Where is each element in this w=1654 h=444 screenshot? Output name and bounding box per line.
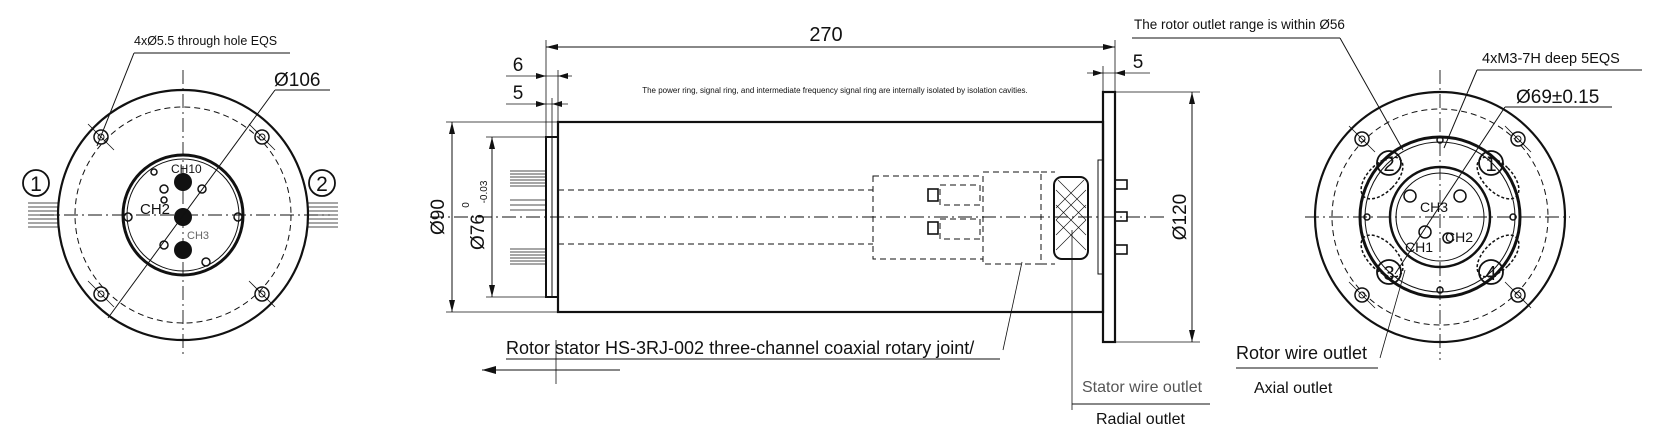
- right-port4-label: 4: [1485, 263, 1496, 285]
- left-diameter-label: Ø106: [274, 70, 320, 91]
- port1-label: 1: [30, 173, 42, 196]
- right-ch2-label: CH2: [1445, 229, 1473, 245]
- right-diameter-label: Ø69±0.15: [1516, 87, 1599, 108]
- right-bolt-circle: [1331, 108, 1549, 326]
- right-port-balloons: 2 1 3 4: [1376, 150, 1504, 285]
- right-outer-circle: [1313, 90, 1567, 344]
- knurl-pattern: [1055, 179, 1087, 251]
- stator-wires: [510, 170, 546, 265]
- port2-balloon: [308, 169, 336, 197]
- right-ch1-label: CH1: [1405, 239, 1433, 255]
- port2-label: 2: [316, 173, 328, 196]
- length-dimension: 270: [809, 24, 842, 46]
- radial-outlet-label: Radial outlet: [1096, 411, 1186, 428]
- internal-fittings: [927, 184, 981, 240]
- right-connectors: [1363, 136, 1517, 294]
- right-ch3-label: CH3: [1420, 199, 1448, 215]
- flange-left-dimension-b: 5: [513, 83, 524, 104]
- dia-76-label: Ø76: [468, 214, 489, 250]
- right-bolt-holes: [1348, 125, 1532, 309]
- rotor-outlet-label: Rotor wire outlet: [1236, 343, 1367, 363]
- isolation-note: The power ring, signal ring, and interme…: [642, 86, 1028, 95]
- outlet-range-note: The rotor outlet range is within Ø56: [1134, 17, 1345, 32]
- left-ch3-label: CH3: [187, 230, 209, 242]
- left-ch2-label: CH2: [140, 201, 170, 218]
- main-body: [556, 120, 1105, 314]
- right-port2-label: 2: [1383, 154, 1394, 176]
- dia-90-label: Ø90: [428, 199, 449, 235]
- side-view: 270 6 5 5 The power ring, signal ring, a…: [428, 24, 1210, 428]
- right-port3-label: 3: [1383, 263, 1394, 285]
- internal-channels: [558, 171, 1055, 265]
- flange-left-dimension-a: 6: [513, 55, 524, 76]
- dia-76-tol-lower: -0.03: [479, 180, 490, 203]
- right-view: 2 1 3 4 CH3 CH1 CH2 The rotor outlet ran…: [1132, 17, 1642, 397]
- rotor-bolts: [1114, 179, 1128, 255]
- left-bolt-circle: [74, 106, 292, 324]
- left-hole-note: 4xØ5.5 through hole EQS: [134, 34, 277, 48]
- thread-note: 4xM3-7H deep 5EQS: [1482, 51, 1620, 67]
- dia-120-label: Ø120: [1170, 194, 1191, 240]
- left-ch10-label: CH10: [171, 162, 202, 176]
- port1-balloon: [22, 169, 50, 197]
- left-view: 1 2 CH10 CH2 CH3 4xØ5.5 through hole EQS…: [22, 34, 338, 355]
- knurled-connector: [1053, 176, 1089, 260]
- axial-outlet-label: Axial outlet: [1254, 380, 1333, 397]
- stator-outlet-label: Stator wire outlet: [1082, 379, 1203, 396]
- drawing-title: Rotor stator HS-3RJ-002 three-channel co…: [506, 338, 974, 358]
- flange-right-dimension: 5: [1133, 52, 1144, 73]
- right-port1-label: 1: [1485, 154, 1496, 176]
- left-wire-bundles: [28, 202, 338, 228]
- dia-76-tol-upper: 0: [461, 202, 472, 208]
- left-body-circle: [121, 153, 245, 277]
